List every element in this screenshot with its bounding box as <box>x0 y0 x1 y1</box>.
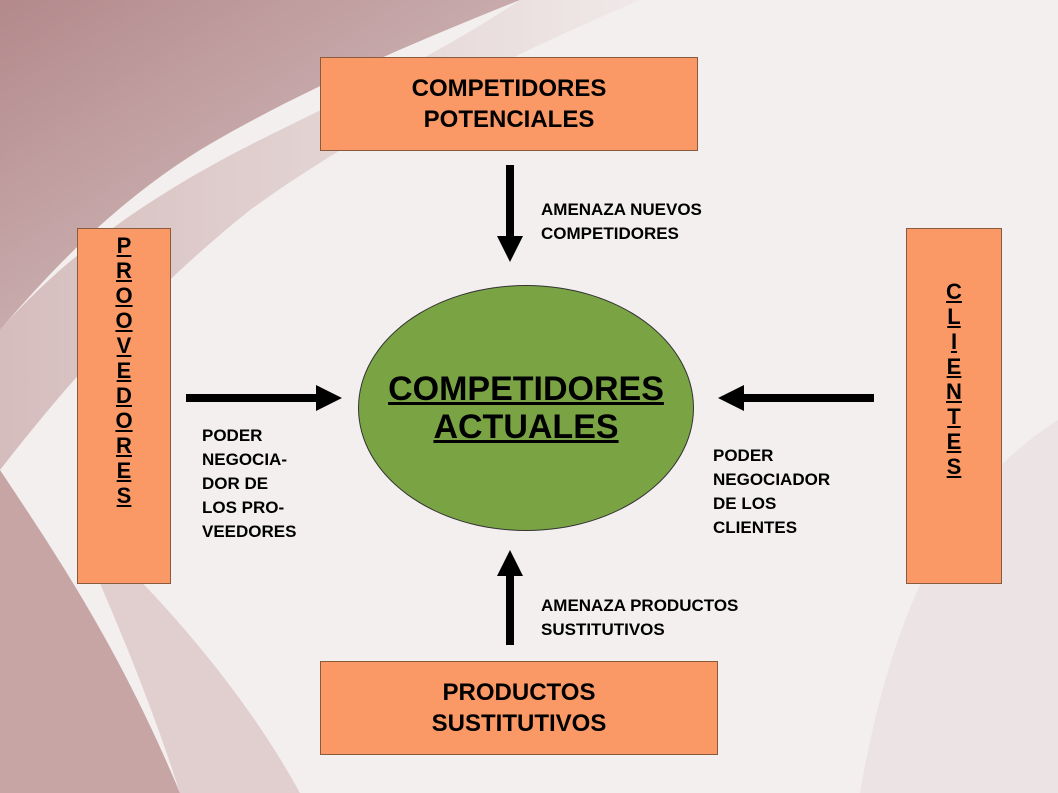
box-top-line-2: POTENCIALES <box>423 106 595 133</box>
box-bottom-line-1: PRODUCTOS <box>442 679 596 706</box>
label-right-line-3: DE LOS <box>713 494 777 513</box>
clientes-letter: S <box>946 454 962 479</box>
proovedores-letter: O <box>115 308 133 333</box>
clientes-letter: C <box>946 279 962 304</box>
proovedores-letter: S <box>116 483 132 508</box>
clientes-letter: E <box>946 429 962 454</box>
box-clientes: C L I E N T E S <box>906 228 1002 584</box>
label-poder-negociador-proveedores: PODER NEGOCIA- DOR DE LOS PRO- VEEDORES <box>202 424 296 544</box>
proovedores-letter: O <box>115 408 133 433</box>
ellipse-competidores-actuales: COMPETIDORES ACTUALES <box>358 285 694 531</box>
clientes-letter: N <box>946 379 962 404</box>
box-competidores-potenciales: COMPETIDORES POTENCIALES <box>320 57 698 151</box>
label-left-line-2: NEGOCIA- <box>202 450 287 469</box>
box-bottom-line-2: SUSTITUTIVOS <box>431 710 607 737</box>
label-right-line-4: CLIENTES <box>713 518 798 537</box>
proovedores-letter: V <box>116 333 132 358</box>
box-top-line-1: COMPETIDORES <box>411 75 607 102</box>
proovedores-letter: P <box>116 233 132 258</box>
label-left-line-1: PODER <box>202 426 263 445</box>
center-line-2: ACTUALES <box>433 408 619 446</box>
proovedores-letter: D <box>116 383 132 408</box>
label-bottom-line-1: AMENAZA PRODUCTOS <box>541 596 739 615</box>
center-line-1: COMPETIDORES <box>388 370 664 408</box>
clientes-letter: L <box>947 304 961 329</box>
label-left-line-5: VEEDORES <box>202 522 297 541</box>
label-left-line-3: DOR DE <box>202 474 269 493</box>
proovedores-letter: O <box>115 283 133 308</box>
proovedores-letter: E <box>116 358 132 383</box>
label-poder-negociador-clientes: PODER NEGOCIADOR DE LOS CLIENTES <box>713 444 830 540</box>
proovedores-letter: E <box>116 458 132 483</box>
label-right-line-2: NEGOCIADOR <box>713 470 831 489</box>
label-amenaza-productos-sustitutivos: AMENAZA PRODUCTOS SUSTITUTIVOS <box>541 594 738 642</box>
clientes-letter: I <box>950 329 958 354</box>
clientes-letter: E <box>946 354 962 379</box>
box-proovedores: P R O O V E D O R E S <box>77 228 171 584</box>
label-top-line-1: AMENAZA NUEVOS <box>541 200 702 219</box>
label-right-line-1: PODER <box>713 446 774 465</box>
proovedores-letter: R <box>116 433 132 458</box>
proovedores-letter: R <box>116 258 132 283</box>
label-left-line-4: LOS PRO- <box>202 498 285 517</box>
box-productos-sustitutivos: PRODUCTOS SUSTITUTIVOS <box>320 661 718 755</box>
label-top-line-2: COMPETIDORES <box>541 224 679 243</box>
label-bottom-line-2: SUSTITUTIVOS <box>541 620 665 639</box>
label-amenaza-nuevos-competidores: AMENAZA NUEVOS COMPETIDORES <box>541 198 702 246</box>
clientes-letter: T <box>947 404 961 429</box>
